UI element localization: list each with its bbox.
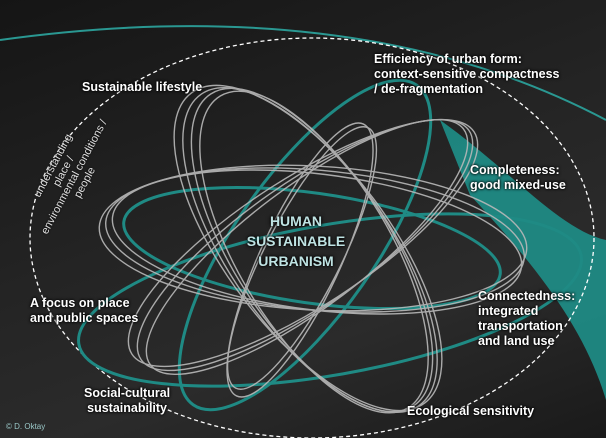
- label-social: Social-cultural sustainability: [84, 386, 171, 415]
- credit: © D. Oktay: [6, 422, 46, 431]
- grey-ring: [226, 126, 378, 390]
- teal-orbit-tilted: [177, 78, 433, 412]
- label-ecological: Ecological sensitivity: [407, 404, 535, 418]
- teal-sweep: [440, 120, 606, 400]
- center-title: HUMAN SUSTAINABLE URBANISM: [246, 213, 346, 269]
- dashed-boundary-ring: [29, 37, 595, 438]
- label-efficiency: Efficiency of urban form: context-sensit…: [374, 52, 560, 96]
- grey-ring: [199, 90, 429, 414]
- grey-ring: [127, 118, 479, 368]
- teal-orbit-horizontal: [122, 185, 502, 311]
- teal-orbit-wide: [77, 212, 583, 388]
- grey-ring: [226, 122, 374, 398]
- label-place: A focus on place and public spaces: [30, 296, 139, 325]
- grey-ring: [98, 164, 528, 312]
- grey-ring: [136, 118, 474, 372]
- grey-ring: [190, 87, 434, 413]
- label-sustainable-lifestyle: Sustainable lifestyle: [82, 80, 203, 94]
- label-connectedness: Connectedness: integrated transportation…: [478, 289, 576, 348]
- label-completeness: Completeness: good mixed-use: [470, 163, 566, 192]
- outer-teal-arc: [0, 25, 606, 121]
